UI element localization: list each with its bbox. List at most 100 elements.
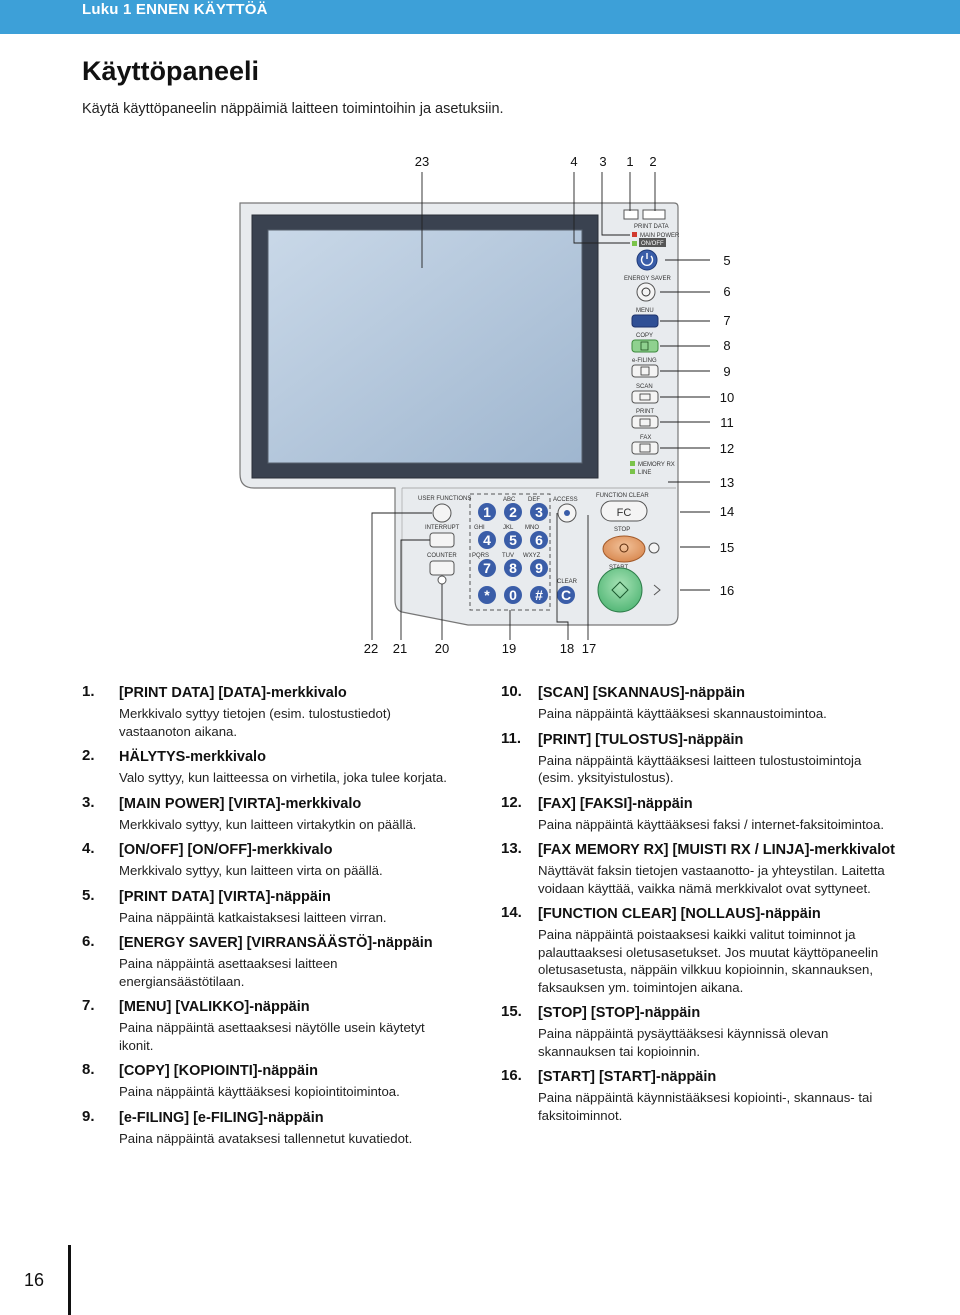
callout-23: 23 bbox=[415, 154, 429, 169]
key-5: 5 bbox=[509, 532, 517, 548]
item-heading: [ENERGY SAVER] [VIRRANSÄÄSTÖ]-näppäin bbox=[119, 935, 433, 951]
label-stop: STOP bbox=[614, 527, 630, 533]
callout-15: 15 bbox=[720, 540, 734, 555]
item-number: 5. bbox=[82, 886, 95, 904]
svg-text:MNO: MNO bbox=[525, 525, 539, 531]
callout-22: 22 bbox=[364, 641, 378, 656]
item-description: Merkkivalo syttyy, kun laitteen virtakyt… bbox=[119, 816, 417, 832]
alarm-lamp bbox=[623, 209, 639, 220]
item-number: 9. bbox=[82, 1107, 95, 1125]
clear-key-glyph: C bbox=[561, 587, 571, 603]
item-description: Paina näppäintä avataksesi tallennetut k… bbox=[119, 1130, 413, 1146]
callout-14: 14 bbox=[720, 504, 734, 519]
key-3: 3 bbox=[535, 504, 543, 520]
item-number: 15. bbox=[501, 1003, 522, 1020]
item-heading: [STOP] [STOP]-näppäin bbox=[538, 1005, 701, 1021]
item-heading: [PRINT] [TULOSTUS]-näppäin bbox=[538, 731, 744, 748]
print-button bbox=[631, 415, 659, 429]
item-description: Paina näppäintä käynnistääksesi kopioint… bbox=[538, 1090, 873, 1123]
key-8: 8 bbox=[509, 560, 517, 576]
item-number: 16. bbox=[501, 1067, 522, 1084]
fax-button bbox=[631, 441, 659, 455]
callout-16: 16 bbox=[720, 583, 734, 598]
callout-19: 19 bbox=[502, 641, 516, 656]
callout-7: 7 bbox=[723, 313, 730, 328]
item-description: Paina näppäintä poistaaksesi kaikki vali… bbox=[538, 927, 879, 995]
item-heading: [MENU] [VALIKKO]-näppäin bbox=[119, 999, 310, 1015]
svg-text:TUV: TUV bbox=[502, 553, 514, 559]
item-description: Paina näppäintä käyttääksesi kopiointito… bbox=[119, 1084, 400, 1099]
callout-3: 3 bbox=[599, 154, 606, 169]
callout-6: 6 bbox=[723, 284, 730, 299]
print-data-lamp bbox=[642, 209, 666, 220]
key-2: 2 bbox=[509, 504, 517, 520]
function-clear-button bbox=[600, 500, 648, 522]
svg-text:WXYZ: WXYZ bbox=[523, 553, 541, 559]
callout-20: 20 bbox=[435, 641, 449, 656]
numeric-keypad: ABC DEF GHI JKL MNO PQRS TUV WXYZ 1 2 3 … bbox=[472, 497, 548, 604]
callout-21: 21 bbox=[393, 641, 407, 656]
item-description: Paina näppäintä käyttääksesi faksi / int… bbox=[538, 816, 884, 832]
item-description: Merkkivalo syttyy, kun laitteen virta on… bbox=[119, 863, 383, 878]
item-heading: [FAX MEMORY RX] [MUISTI RX / LINJA]-merk… bbox=[538, 842, 895, 858]
copy-button bbox=[631, 339, 659, 353]
item-number: 12. bbox=[501, 793, 522, 811]
item-heading: [SCAN] [SKANNAUS]-näppäin bbox=[538, 685, 746, 701]
item-heading: [COPY] [KOPIOINTI]-näppäin bbox=[119, 1063, 318, 1079]
callout-1: 1 bbox=[626, 154, 633, 169]
page-title: Käyttöpaneeli bbox=[82, 56, 260, 86]
callout-13: 13 bbox=[720, 475, 734, 490]
item-description: Paina näppäintä käyttääksesi laitteen tu… bbox=[538, 752, 862, 786]
item-description: Merkkivalo syttyy tietojen (esim. tulost… bbox=[119, 706, 391, 739]
key-star: * bbox=[484, 587, 490, 603]
item-description: Paina näppäintä pysäyttääksesi käynnissä… bbox=[538, 1026, 829, 1059]
page-number: 16 bbox=[24, 1270, 45, 1290]
item-heading: [e-FILING] [e-FILING]-näppäin bbox=[119, 1109, 324, 1126]
label-user-functions: USER FUNCTIONS bbox=[418, 496, 471, 502]
svg-text:JKL: JKL bbox=[503, 525, 514, 531]
key-0: 0 bbox=[509, 587, 517, 603]
callout-4: 4 bbox=[570, 154, 577, 169]
user-functions-button bbox=[432, 503, 452, 523]
footer-rule bbox=[68, 1245, 71, 1315]
label-efiling: e-FILING bbox=[632, 358, 657, 364]
label-fax: FAX bbox=[640, 435, 651, 441]
item-heading: [PRINT DATA] [VIRTA]-näppäin bbox=[119, 888, 331, 905]
item-heading: [START] [START]-näppäin bbox=[538, 1069, 717, 1085]
item-number: 2. bbox=[82, 747, 95, 764]
item-number: 1. bbox=[82, 683, 95, 700]
item-heading: [ON/OFF] [ON/OFF]-merkkivalo bbox=[119, 842, 333, 858]
item-description: Valo syttyy, kun laitteessa on virhetila… bbox=[119, 770, 447, 785]
item-description: Paina näppäintä asettaaksesi laitteen en… bbox=[119, 956, 338, 989]
counter-button bbox=[429, 560, 455, 576]
callout-2: 2 bbox=[649, 154, 656, 169]
callout-8: 8 bbox=[723, 338, 730, 353]
counter-lamp bbox=[437, 575, 447, 585]
label-counter: COUNTER bbox=[427, 553, 457, 559]
callout-17: 17 bbox=[582, 641, 596, 656]
callout-10: 10 bbox=[720, 390, 734, 405]
item-description: Paina näppäintä asettaaksesi näytölle us… bbox=[119, 1020, 425, 1053]
callout-11: 11 bbox=[720, 415, 734, 430]
start-button bbox=[597, 567, 643, 613]
list-item: 13.[FAX MEMORY RX] [MUISTI RX / LINJA]-m… bbox=[501, 840, 896, 897]
item-heading: [PRINT DATA] [DATA]-merkkivalo bbox=[119, 685, 347, 701]
touch-screen bbox=[267, 229, 583, 464]
